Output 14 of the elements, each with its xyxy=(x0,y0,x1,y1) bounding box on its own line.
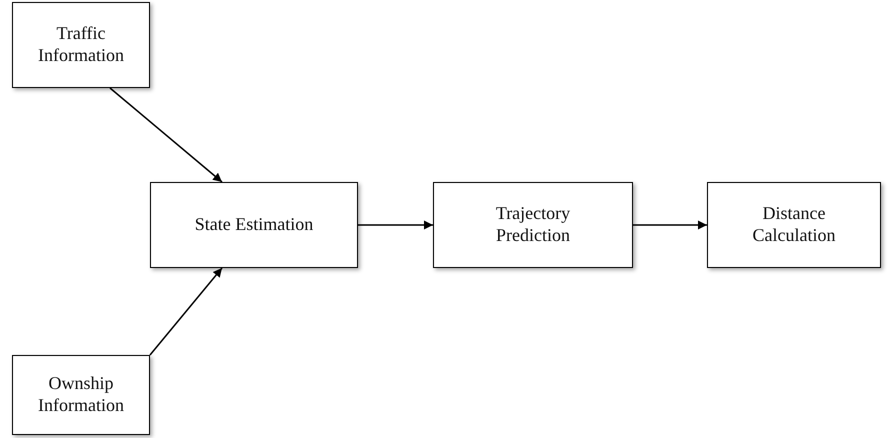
arrow xyxy=(149,268,223,356)
arrow xyxy=(633,220,707,230)
box-label: Traffic Information xyxy=(37,23,125,67)
box-label: Distance Calculation xyxy=(752,203,836,247)
box-label: State Estimation xyxy=(194,214,314,236)
arrow xyxy=(110,87,222,183)
process-box xyxy=(12,355,150,435)
box-label: Trajectory Prediction xyxy=(494,203,572,247)
process-box xyxy=(707,182,881,268)
process-box xyxy=(12,2,150,88)
process-box xyxy=(433,182,633,268)
box-label: Ownship Information xyxy=(37,373,125,417)
arrow xyxy=(358,220,433,230)
process-box xyxy=(150,182,358,268)
